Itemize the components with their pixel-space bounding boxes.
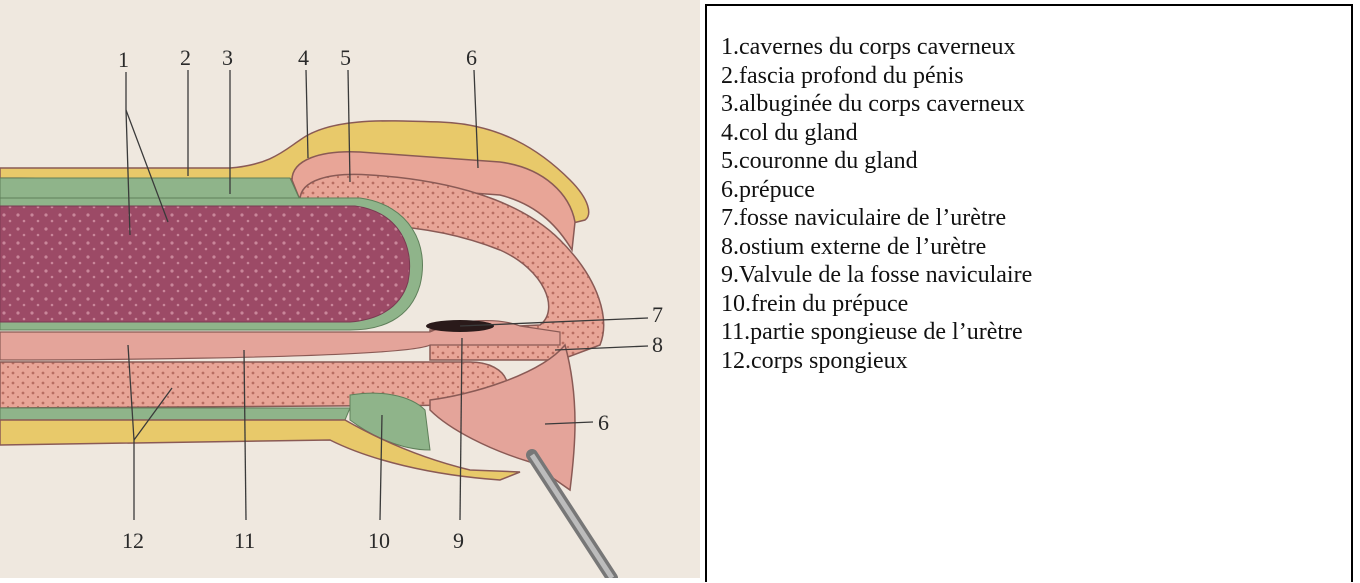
legend-list: 1.cavernes du corps caverneux 2.fascia p… [721,33,1351,375]
lower-fascia [0,408,350,420]
penis-cross-section-drawing: 1 2 3 4 5 6 7 8 6 12 11 10 9 [0,0,700,578]
callout-7: 7 [652,302,663,327]
legend-item-12: 12.corps spongieux [721,347,1351,376]
cavernous-body [0,206,410,322]
legend-item-9: 9.Valvule de la fosse naviculaire [721,261,1351,290]
callout-8: 8 [652,332,663,357]
legend-box: 1.cavernes du corps caverneux 2.fascia p… [705,4,1353,582]
callout-9: 9 [453,528,464,553]
callout-6-top: 6 [466,45,477,70]
legend-item-11: 11.partie spongieuse de l’urètre [721,318,1351,347]
callout-11: 11 [234,528,255,553]
callout-12: 12 [122,528,144,553]
callout-1: 1 [118,47,129,72]
legend-item-1: 1.cavernes du corps caverneux [721,33,1351,62]
legend-item-10: 10.frein du prépuce [721,290,1351,319]
callout-2: 2 [180,45,191,70]
legend-item-6: 6.prépuce [721,176,1351,205]
callout-6-bottom: 6 [598,410,609,435]
callout-4: 4 [298,45,309,70]
anatomy-illustration: 1 2 3 4 5 6 7 8 6 12 11 10 9 [0,0,700,578]
legend-item-4: 4.col du gland [721,119,1351,148]
legend-item-5: 5.couronne du gland [721,147,1351,176]
callout-3: 3 [222,45,233,70]
callout-10: 10 [368,528,390,553]
legend-item-2: 2.fascia profond du pénis [721,62,1351,91]
fascia-layer [0,178,300,200]
legend-item-7: 7.fosse naviculaire de l’urètre [721,204,1351,233]
legend-item-8: 8.ostium externe de l’urètre [721,233,1351,262]
callout-5: 5 [340,45,351,70]
legend-item-3: 3.albuginée du corps caverneux [721,90,1351,119]
